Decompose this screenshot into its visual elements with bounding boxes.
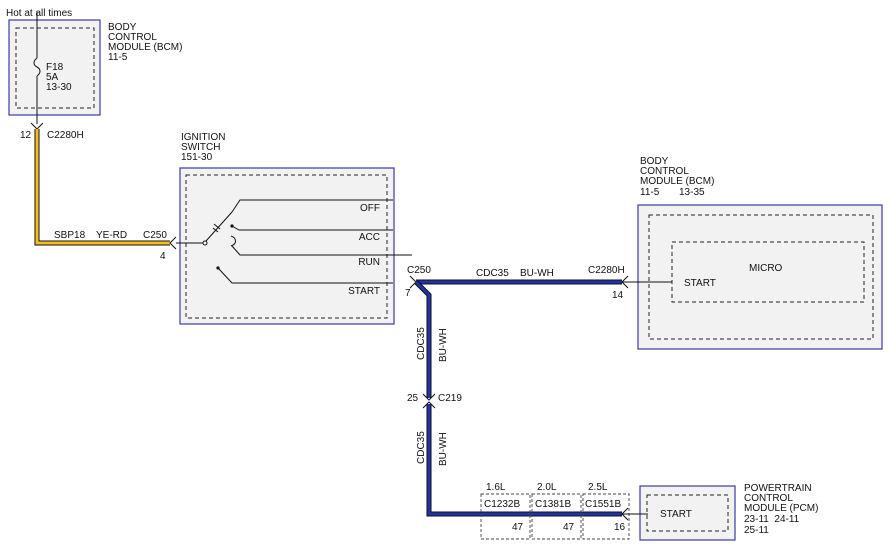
bcm-right-name-line3: MODULE (BCM) — [640, 176, 714, 187]
power-label: Hot at all times — [6, 8, 72, 19]
pcm-connector-3: C1551B — [585, 499, 621, 510]
bcm-top-ref: 11-5 — [108, 52, 128, 63]
connector-c219-bottom-icon — [422, 401, 436, 409]
switch-pos-start: START — [348, 286, 380, 297]
wire-cdc35-v2-color: BU-WH — [438, 432, 449, 466]
wire-cdc35-v1-circuit: CDC35 — [416, 327, 427, 360]
wire-cdc35-h-circuit: CDC35 — [476, 268, 509, 279]
pcm-name-line1: POWERTRAIN — [744, 483, 812, 494]
fuse-ref: 13-30 — [46, 82, 72, 93]
ignition-output-connector: C250 — [407, 265, 431, 276]
connector-c250-input-icon — [169, 236, 177, 250]
pcm-engine-1: 1.6L — [486, 482, 506, 493]
wire-sbp18-outline — [34, 129, 170, 246]
bcm-right-inner-boundary — [648, 214, 874, 340]
ignition-name-line1: IGNITION — [181, 132, 225, 143]
connector-pcm-icon — [621, 507, 629, 521]
bcm-top-name-line2: CONTROL — [108, 32, 157, 43]
pcm-engine-2: 2.0L — [537, 482, 557, 493]
pcm-connector-box-3[interactable] — [582, 493, 630, 540]
pcm-start-label: START — [660, 509, 692, 520]
c219-connector: C219 — [438, 393, 462, 404]
bcm-top-name-line3: MODULE (BCM) — [108, 42, 182, 53]
switch-off-line — [231, 199, 393, 213]
pcm-inner-boundary — [646, 494, 729, 532]
bcm-top-module[interactable] — [8, 19, 101, 116]
bcm-right-name-line1: BODY — [640, 156, 669, 167]
switch-pos-off: OFF — [360, 203, 380, 214]
fuse-rating: 5A — [46, 72, 59, 83]
wire-cdc35-v1-color: BU-WH — [438, 328, 449, 362]
wire-cdc35-lower-outline — [426, 404, 622, 517]
pcm-connector-1: C1232B — [484, 499, 520, 510]
switch-pivot-icon — [202, 240, 208, 246]
switch-run-bridge-icon — [230, 235, 236, 247]
bcm-top-inner-boundary — [15, 27, 95, 109]
ignition-switch-module[interactable] — [179, 167, 395, 325]
pcm-pin-2: 47 — [563, 522, 575, 533]
pcm-refs-line1: 23-11 24-11 — [744, 514, 800, 525]
connector-c250-output-icon — [409, 275, 417, 289]
pcm-connector-2: C1381B — [535, 499, 571, 510]
bcm-top-pin: 12 — [20, 130, 32, 141]
switch-start-line — [217, 267, 393, 284]
c219-pin: 25 — [407, 393, 419, 404]
switch-acc-line — [231, 225, 393, 231]
wire-cdc35-lower[interactable] — [427, 404, 622, 516]
switch-pos-acc: ACC — [359, 232, 380, 243]
ignition-input-connector: C250 — [143, 230, 167, 241]
ignition-input-pin: 4 — [160, 251, 166, 262]
pcm-connector-box-1[interactable] — [480, 493, 531, 540]
pcm-refs-line2: 25-11 — [744, 525, 769, 536]
connector-c219-top-icon — [422, 393, 436, 401]
fuse-icon — [33, 57, 41, 77]
switch-run-line — [231, 245, 393, 256]
bcm-right-pin: 14 — [612, 290, 624, 301]
bcm-right-name-line2: CONTROL — [640, 166, 689, 177]
bcm-right-micro-block — [671, 241, 865, 303]
ignition-output-pin: 7 — [405, 288, 411, 299]
bcm-top-connector: C2280H — [47, 130, 84, 141]
wire-sbp18[interactable] — [35, 129, 170, 245]
pcm-pin-3: 16 — [614, 522, 626, 533]
pcm-name-line2: CONTROL — [744, 493, 793, 504]
fuse-name: F18 — [46, 62, 64, 73]
wire-cdc35-upper[interactable] — [414, 280, 431, 398]
switch-blade-mark — [212, 223, 221, 233]
switch-blade — [205, 211, 233, 242]
pcm-connector-box-2[interactable] — [531, 493, 582, 540]
wire-sbp18-color: YE-RD — [96, 230, 127, 241]
pcm-name-line3: MODULE (PCM) — [744, 503, 818, 514]
pcm-engine-3: 2.5L — [588, 482, 608, 493]
ignition-name-line2: SWITCH — [181, 142, 220, 153]
wire-sbp18-circuit: SBP18 — [54, 230, 86, 241]
pcm-pin-1: 47 — [512, 522, 524, 533]
wire-cdc35-h-color: BU-WH — [520, 268, 554, 279]
bcm-right-start-label: START — [684, 278, 716, 289]
wire-cdc35-v2-circuit: CDC35 — [416, 431, 427, 464]
ignition-switch-inner-boundary — [185, 174, 388, 319]
ignition-ref: 151-30 — [181, 152, 213, 163]
bcm-top-name-line1: BODY — [108, 22, 137, 33]
connector-c2280h-right-icon — [621, 275, 629, 289]
switch-pos-run: RUN — [358, 257, 380, 268]
bcm-right-micro-label: MICRO — [749, 263, 783, 274]
bcm-right-ref-b: 13-35 — [679, 187, 705, 198]
bcm-right-connector: C2280H — [588, 265, 625, 276]
bcm-right-ref-a: 11-5 — [640, 187, 660, 198]
